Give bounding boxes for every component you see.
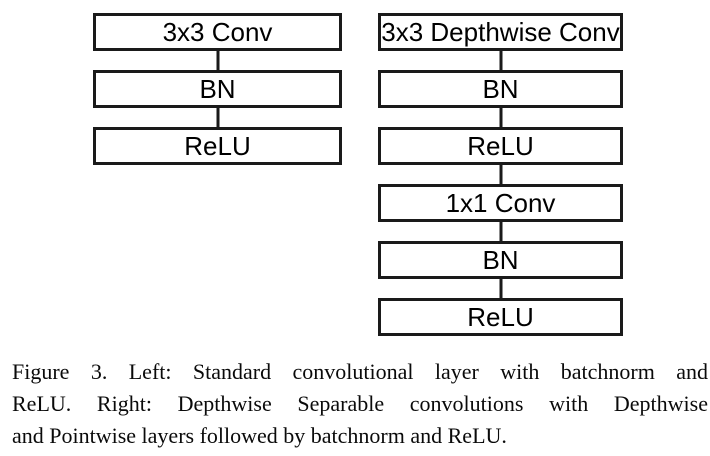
box-relu-1: ReLU: [378, 127, 623, 165]
standard-conv-column: 3x3 Conv BN ReLU: [93, 13, 342, 165]
connector-line: [499, 32, 502, 317]
box-bn-2: BN: [378, 241, 623, 279]
box-bn: BN: [93, 70, 342, 108]
box-3x3-depthwise-conv: 3x3 Depthwise Conv: [378, 13, 623, 51]
box-3x3-conv: 3x3 Conv: [93, 13, 342, 51]
box-1x1-conv: 1x1 Conv: [378, 184, 623, 222]
box-relu: ReLU: [93, 127, 342, 165]
figure-caption: Figure 3. Left: Standard convolutional l…: [12, 356, 708, 452]
box-relu-2: ReLU: [378, 298, 623, 336]
caption-line-2: ReLU. Right: Depthwise Separable convolu…: [12, 391, 708, 416]
depthwise-separable-column: 3x3 Depthwise Conv BN ReLU 1x1 Conv BN R…: [378, 13, 623, 336]
caption-line-1: Figure 3. Left: Standard convolutional l…: [12, 359, 708, 384]
caption-line-3: and Pointwise layers followed by batchno…: [12, 423, 507, 448]
box-bn-1: BN: [378, 70, 623, 108]
